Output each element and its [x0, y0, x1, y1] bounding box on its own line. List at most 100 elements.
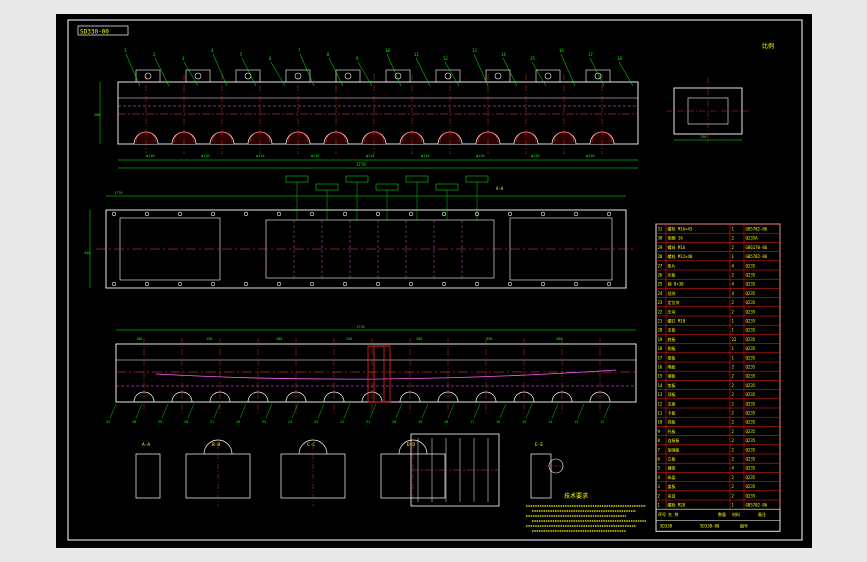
part-number: 9 [356, 56, 359, 61]
bom-cell: 2 [732, 457, 735, 462]
bom-cell: 支板 [668, 327, 676, 333]
lug-hole [294, 72, 302, 80]
dim-text: 200 [94, 113, 100, 117]
bom-cell: 2 [732, 438, 735, 443]
bolt-hole [441, 211, 447, 217]
bom-cell: 1 [732, 254, 735, 259]
bom-cell: Q235 [746, 328, 756, 333]
leader-line [317, 403, 325, 419]
bom-cell: 2 [732, 245, 735, 250]
part-number: 19 [418, 420, 422, 424]
bom-cell: 压块 [668, 308, 676, 314]
bolt-hole [540, 281, 546, 287]
bom-cell: 销 8×30 [668, 281, 685, 287]
part-number: 2 [153, 52, 156, 57]
part-number: 8 [327, 52, 330, 57]
bom-cell: 18 [658, 346, 663, 351]
bom-cell: 28 [658, 254, 663, 259]
bottom-roller-arc [323, 391, 345, 403]
bom-cell: 1 [732, 503, 735, 508]
tolerance-frame [375, 183, 399, 191]
part-number: 24 [288, 420, 292, 424]
dim-text: φ110 [366, 154, 374, 158]
part-number: 31 [106, 420, 110, 424]
part-number: 4 [211, 48, 214, 53]
part-number: 27 [210, 420, 214, 424]
bom-cell: 2 [732, 365, 735, 370]
bom-cell: GB5782-86 [746, 503, 768, 508]
section-label: C-C [307, 442, 315, 448]
tolerance-frame [405, 175, 429, 183]
title-block-text: 图号 [740, 523, 748, 529]
leader-line [589, 57, 605, 87]
leader-line [265, 403, 273, 419]
bottom-body [115, 343, 637, 403]
bom-cell: 24 [658, 291, 663, 296]
bom-cell: Q235 [746, 309, 756, 314]
bom-cell: 支座 [668, 400, 676, 406]
bom-cell: 27 [658, 263, 663, 268]
bolt-hole [507, 211, 513, 217]
bom-cell: 2 [732, 401, 735, 406]
bom-cell: 4 [732, 291, 735, 296]
curved-rail [155, 369, 617, 380]
bom-cell: Q235 [746, 401, 756, 406]
bom-cell: 14 [658, 383, 663, 388]
bom-cell: Q235 [746, 493, 756, 498]
side-view: 250 [666, 78, 750, 144]
bolt-hole [507, 281, 513, 287]
bom-cell: 2 [732, 447, 735, 452]
bolt-hole [441, 281, 447, 287]
bolt-hole [276, 211, 282, 217]
bottom-roller-arc [475, 391, 497, 403]
section-arc [298, 439, 328, 455]
top-lug [385, 69, 411, 83]
part-number: 14 [548, 420, 552, 424]
bom-cell: 19 [658, 337, 663, 342]
part-number: 10 [385, 48, 390, 53]
bolt-hole [606, 281, 612, 287]
leader-line [603, 403, 611, 419]
bom-cell: 9 [658, 429, 661, 434]
dim-text: 350 [486, 337, 492, 341]
leader-line [395, 403, 403, 419]
bom-cell: 7 [658, 447, 661, 452]
leader-line [212, 53, 228, 87]
leader-line [109, 403, 117, 419]
bolt-hole [177, 281, 183, 287]
part-number: 16 [496, 420, 500, 424]
dim-text: φ110 [476, 154, 484, 158]
bom-cell: 定位块 [668, 299, 680, 305]
lug-hole [544, 72, 552, 80]
section-label: A-A [142, 442, 150, 448]
bom-cell: 15 [658, 374, 663, 379]
bom-cell: Q235A [746, 236, 759, 241]
bom-cell: 2 [732, 309, 735, 314]
bom-cell: 26 [658, 273, 663, 278]
bottom-roller-arc [209, 391, 231, 403]
section-mark: A-A [496, 186, 504, 191]
bolt-hole [144, 211, 150, 217]
bom-cell: 1 [732, 355, 735, 360]
bom-cell: 2 [732, 374, 735, 379]
bom-cell: 21 [658, 319, 663, 324]
leader-line [618, 61, 634, 87]
bom-cell: 12 [658, 401, 663, 406]
leader-line [551, 403, 559, 419]
top-lug [285, 69, 311, 83]
top-lug [185, 69, 211, 83]
top-lug [335, 69, 361, 83]
part-number: 16 [559, 48, 564, 53]
part-number: 23 [314, 420, 318, 424]
part-number: 28 [184, 420, 188, 424]
bolt-hole [243, 281, 249, 287]
bottom-roller-arc [513, 391, 535, 403]
bom-cell: 2 [732, 484, 735, 489]
leader-line [270, 61, 286, 87]
tolerance-frame [465, 175, 489, 183]
leader-line [421, 403, 429, 419]
bom-cell: Q235 [746, 291, 756, 296]
part-number: 14 [501, 52, 506, 57]
